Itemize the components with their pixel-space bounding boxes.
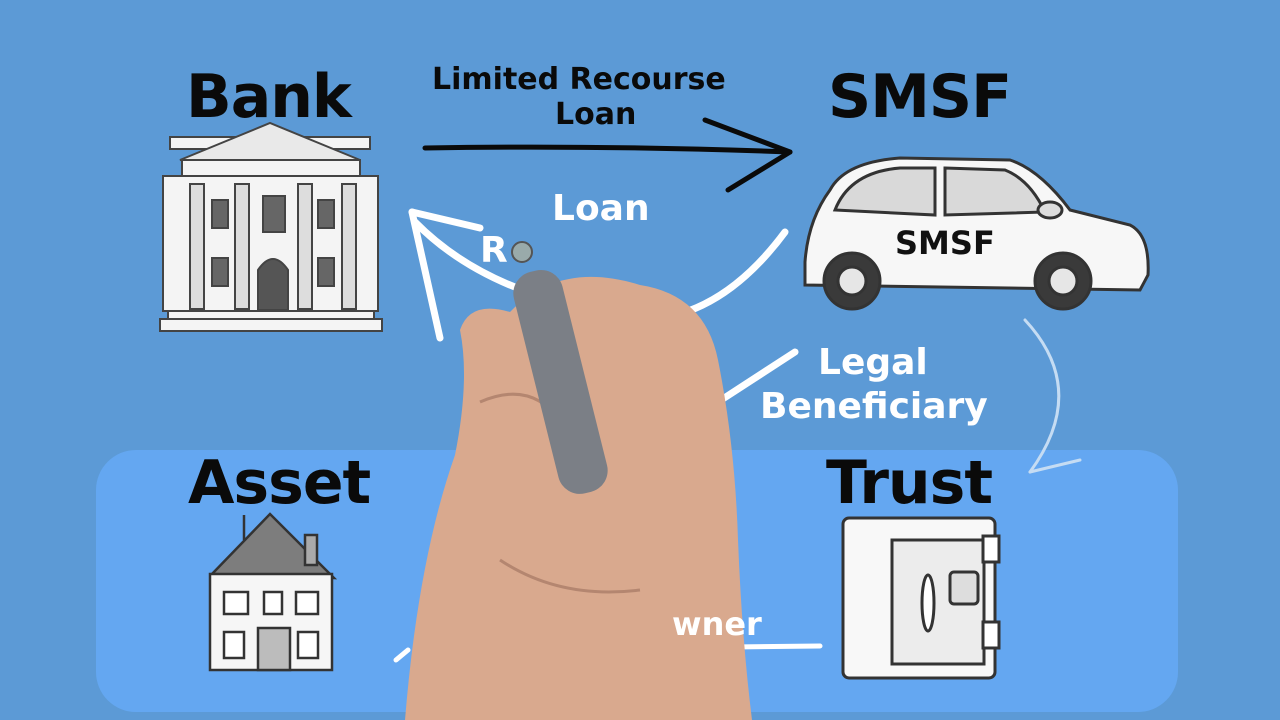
limited-recourse-arrow — [422, 117, 793, 193]
edge-owner-partial-label: wner — [672, 605, 762, 643]
edge-repayment-partial-label: R — [480, 230, 508, 271]
edge-legal-label: Legal — [818, 342, 928, 383]
smsf-car-icon — [803, 156, 1150, 311]
trust-safe-icon — [841, 516, 1001, 680]
edge-loan-label: Loan — [552, 188, 650, 229]
node-asset-label: Asset — [188, 448, 371, 518]
car-smsf-text: SMSF — [895, 224, 995, 262]
asset-house-icon — [208, 512, 338, 672]
node-smsf-label: SMSF — [828, 62, 1012, 132]
node-trust-label: Trust — [826, 448, 993, 518]
edge-beneficiary-label: Beneficiary — [760, 386, 988, 427]
drawing-hand-icon — [405, 241, 752, 720]
legal-beneficiary-arrow — [711, 318, 1082, 474]
edge-limited-recourse-label: Limited Recourse — [432, 62, 726, 97]
bank-building-icon — [159, 121, 383, 332]
node-bank-label: Bank — [186, 62, 352, 132]
edge-limited-recourse-label-line2: Loan — [555, 97, 637, 132]
